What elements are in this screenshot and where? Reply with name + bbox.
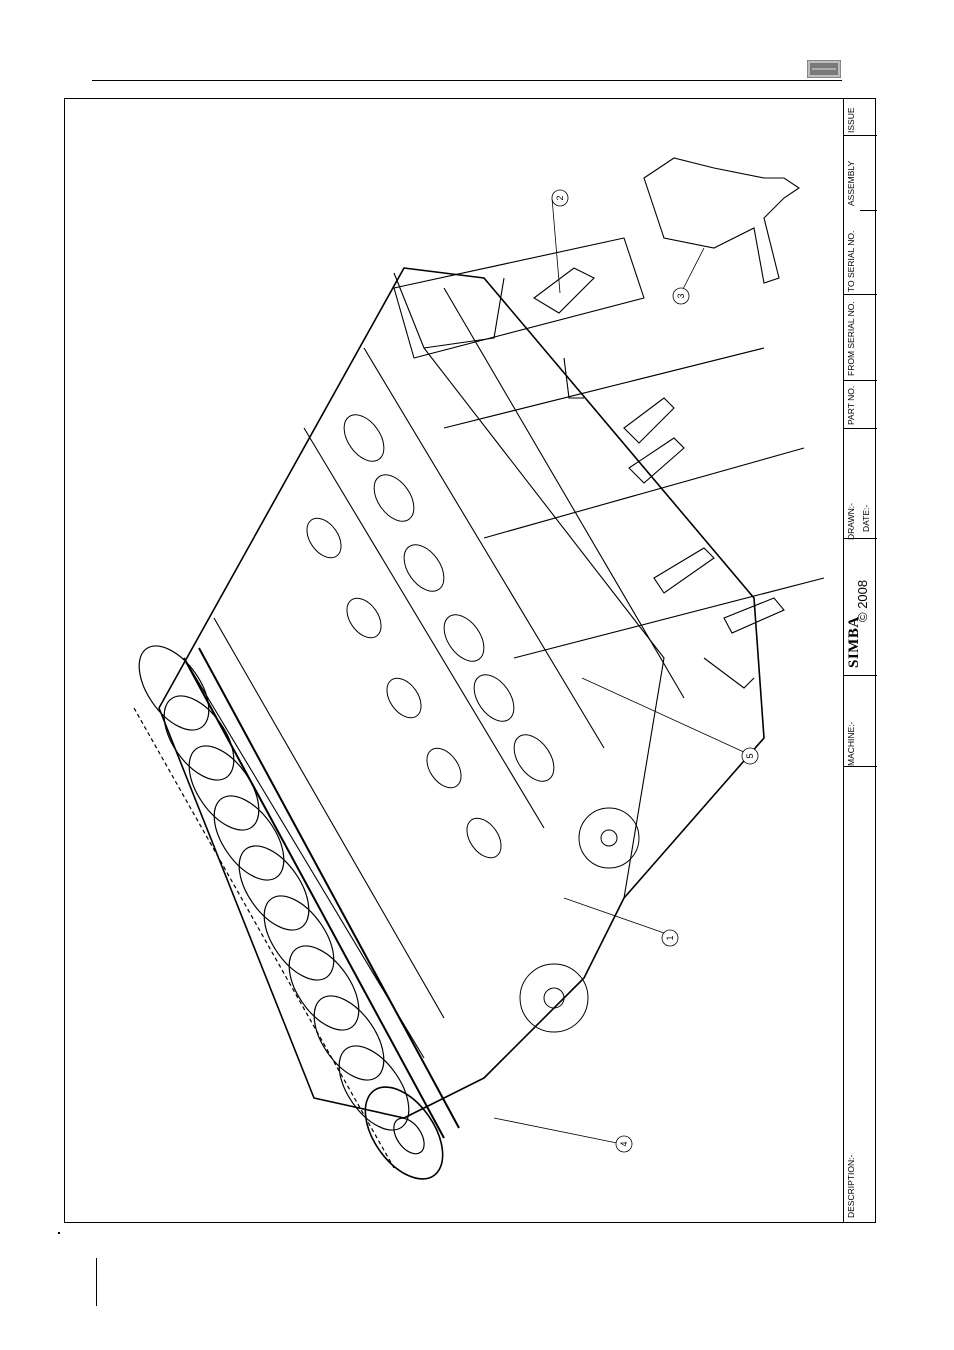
label-date: DATE:- [861,505,871,532]
divider [844,135,877,136]
label-machine: MACHINE:- [846,722,856,766]
divider [860,210,877,211]
callout-bubbles [552,190,758,1152]
callout-leaders [494,198,746,1143]
divider [844,294,877,295]
label-to-serial: TO SERIAL NO. [846,231,856,292]
divider [844,380,877,381]
label-from-serial: FROM SERIAL NO. [846,301,856,376]
divider [844,675,877,676]
simba-logo-icon [807,60,841,78]
footer-rule [96,1258,97,1306]
simba-logo-icon: SIMBA [846,616,863,668]
callout-label: 1 [665,935,675,940]
divider [844,766,877,767]
coulter-discs [300,408,639,1032]
label-part-no: PART NO. [846,386,856,425]
callout-label: 5 [745,753,755,758]
callout-label: 4 [619,1141,629,1146]
tine-legs [534,158,799,688]
header-rule [92,80,842,81]
label-assembly: ASSEMBLY [846,161,856,206]
label-issue: ISSUE [846,107,856,133]
label-drawn: DRAWN:- [846,503,856,540]
divider [844,428,877,429]
label-description: DESCRIPTION:- [846,1155,856,1218]
callout-label: 2 [555,195,565,200]
seed-drill-assembly-drawing: 2 3 5 1 4 [64,98,843,1223]
footer-mark [58,1232,60,1234]
callout-label: 3 [676,293,686,298]
